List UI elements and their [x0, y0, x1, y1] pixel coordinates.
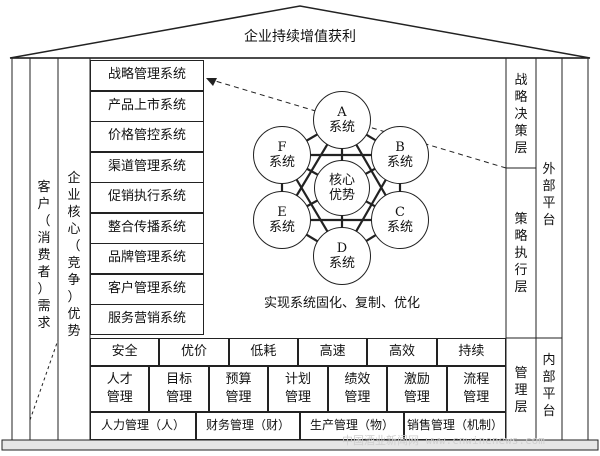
management-cell: 目标管理	[149, 366, 209, 412]
management-line: 人才	[106, 372, 133, 387]
attribute-cell: 持续	[436, 338, 506, 366]
attribute-cell: 低耗	[228, 338, 298, 366]
attribute-cell: 优价	[159, 338, 229, 366]
management-line: 绩效	[344, 372, 371, 387]
management-line: 管理	[106, 390, 133, 405]
base-management-cell: 销售管理（机制）	[404, 412, 506, 440]
base-management-cell: 财务管理（财）	[196, 412, 300, 440]
node-label: 系统	[328, 256, 355, 271]
attribute-cell: 高效	[367, 338, 437, 366]
management-cell: 预算管理	[208, 366, 269, 412]
roof-title: 企业持续增值获利	[244, 29, 356, 45]
system-box: 品牌管理系统	[90, 243, 204, 274]
center-caption: 实现系统固化、复制、优化	[263, 296, 420, 311]
node-label: E	[277, 205, 287, 220]
core-line1: 核心	[328, 173, 355, 188]
node-label: C	[395, 205, 405, 220]
node-label: 系统	[328, 120, 355, 135]
management-line: 管理	[463, 390, 490, 405]
attribute-cell: 安全	[90, 338, 160, 366]
customer-demand-label: 客户（消费者）需求	[37, 179, 51, 331]
node-label: 系统	[268, 220, 295, 235]
management-line: 流程	[463, 372, 490, 387]
management-line: 管理	[403, 390, 430, 405]
management-line: 管理	[225, 390, 252, 405]
system-box: 战略管理系统	[90, 60, 204, 91]
management-layer: 管理层	[514, 365, 528, 415]
strategy-execution-layer: 策略执行层	[514, 211, 528, 295]
system-box: 渠道管理系统	[90, 151, 204, 183]
base-management-cell: 生产管理（物）	[300, 412, 404, 440]
management-cell: 人才管理	[90, 366, 150, 412]
node-label: B	[395, 140, 405, 155]
node-label: A	[337, 105, 347, 120]
system-box: 客户管理系统	[90, 273, 204, 305]
node-label: D	[336, 241, 348, 256]
attribute-cell: 高速	[298, 338, 368, 366]
management-line: 管理	[166, 390, 193, 405]
management-cell: 计划管理	[268, 366, 328, 412]
management-line: 预算	[225, 372, 252, 387]
internal-platform: 内部平台	[542, 353, 556, 419]
system-box: 促销执行系统	[90, 182, 204, 213]
management-cell: 激励管理	[387, 366, 447, 412]
core-line2: 优势	[328, 188, 355, 203]
management-line: 计划	[284, 372, 311, 387]
management-line: 管理	[344, 390, 371, 405]
node-label: 系统	[268, 155, 295, 170]
node-label: 系统	[386, 220, 413, 235]
core-advantage-circle: 核心 优势	[314, 160, 370, 216]
management-line: 激励	[403, 372, 430, 387]
node-label: 系统	[386, 155, 413, 170]
base-management-cell: 人力管理（人）	[90, 412, 196, 440]
watermark: 中国酒业新闻网 www.cnwinenews.com	[342, 434, 545, 447]
management-line: 管理	[284, 390, 311, 405]
system-box: 整合传播系统	[90, 212, 204, 244]
system-box: 产品上市系统	[90, 90, 204, 122]
system-box: 服务营销系统	[90, 304, 204, 335]
node-label: F	[277, 140, 287, 155]
management-cell: 绩效管理	[327, 366, 388, 412]
strategy-decision-layer: 战略决策层	[514, 72, 528, 156]
management-cell: 流程管理	[446, 366, 506, 412]
system-box: 价格管控系统	[90, 121, 204, 152]
management-line: 目标	[166, 372, 193, 387]
external-platform: 外部平台	[542, 162, 556, 228]
core-advantage-label: 企业核心（竞争）优势	[67, 171, 81, 339]
